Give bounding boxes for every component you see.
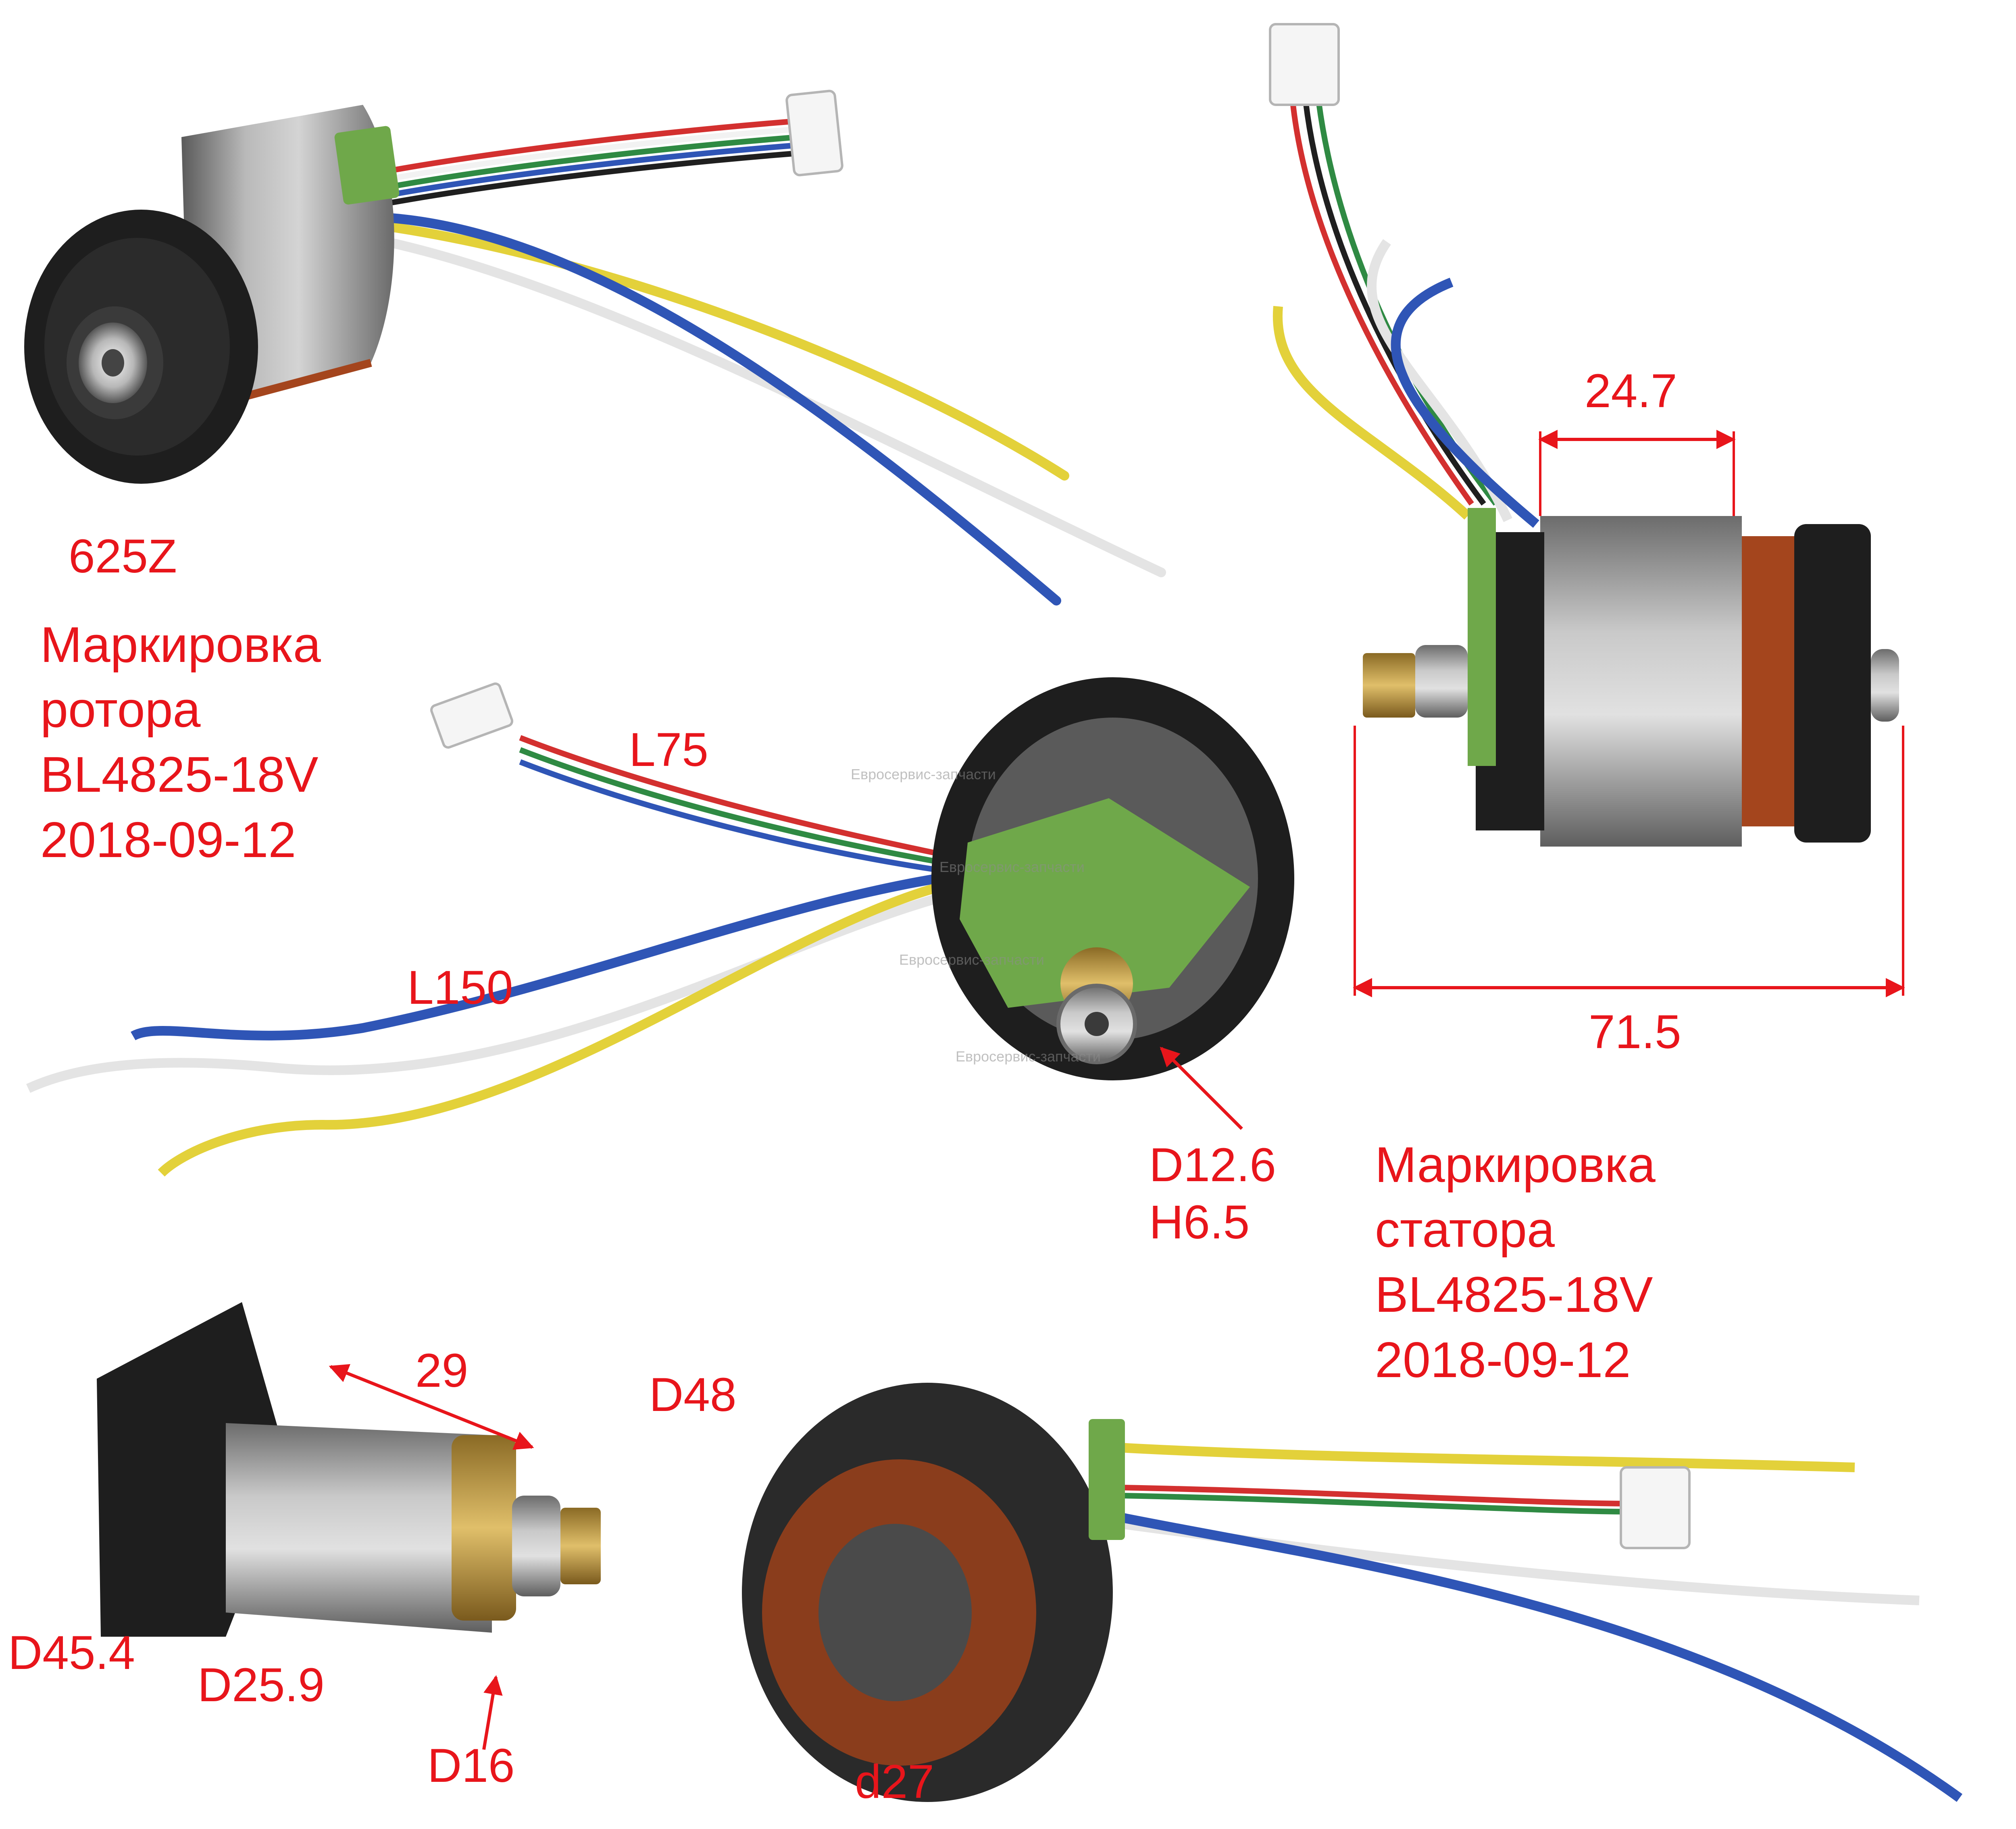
rotor-marking-line: ротора [40, 682, 201, 738]
motor-front-view [24, 89, 1166, 606]
hall-pcb [1468, 508, 1496, 766]
rear-bearing [1871, 649, 1899, 722]
dim-magnet-len [329, 1364, 534, 1450]
rotor-marking: Маркировка ротора BL4825-18V 2018-09-12 [40, 613, 321, 873]
rotor-marking-line: Маркировка [40, 617, 321, 673]
wire-white [382, 237, 1166, 577]
wire-red [374, 118, 799, 176]
gear-height: H6.5 [1149, 1195, 1250, 1249]
shaft-end [102, 349, 124, 377]
label-magnet-len: 29 [415, 1344, 469, 1397]
fan [1794, 524, 1871, 843]
rotor-hub [452, 1435, 516, 1621]
wire-blue [382, 213, 1061, 606]
wire-green [374, 134, 799, 192]
stator-bore [818, 1524, 972, 1701]
wire-green [519, 747, 944, 866]
rotor-marking-line: BL4825-18V [40, 747, 319, 803]
wire-black [374, 150, 799, 208]
rotor-bearing [512, 1496, 560, 1596]
label-lead-short: L75 [629, 723, 708, 776]
stator-core [1540, 516, 1742, 847]
label-bearing: 625Z [69, 530, 177, 583]
gear-pointer [1160, 1047, 1243, 1130]
watermark: Евросервис-запчасти [851, 766, 996, 782]
rotor [97, 1302, 601, 1750]
connector [1269, 23, 1340, 106]
pinion [1363, 653, 1415, 718]
gear-dimensions: D12.6 H6.5 [1149, 1137, 1276, 1251]
rotor-magnet [226, 1423, 492, 1633]
wire-yellow [1112, 1442, 1855, 1472]
motor-side-view [1269, 23, 1905, 997]
wire-yellow [158, 882, 941, 1177]
label-total-len: 71.5 [1589, 1005, 1681, 1059]
rotor-pinion [560, 1508, 601, 1584]
wire-red [1287, 56, 1474, 506]
motor-rear-view [26, 677, 1294, 1177]
bearing-pointer [482, 1675, 503, 1750]
label-bearing-d: D16 [427, 1739, 515, 1792]
stator [742, 1383, 1963, 1802]
hall-pcb [334, 126, 400, 205]
stator-marking-line: Маркировка [1375, 1137, 1656, 1193]
stator-marking: Маркировка статора BL4825-18V 2018-09-12 [1375, 1133, 1656, 1393]
wire-red [1120, 1485, 1637, 1506]
wire-blue-thin [519, 759, 944, 874]
label-rotor-d: D25.9 [198, 1658, 325, 1712]
connector [1620, 1466, 1691, 1549]
wire-blue [1112, 1511, 1963, 1802]
watermark: Евросервис-запчасти [956, 1048, 1101, 1065]
watermark: Евросервис-запчасти [899, 951, 1044, 968]
label-stator-core-len: 24.7 [1585, 364, 1677, 418]
hall-pcb [960, 798, 1250, 1008]
wire-blue [131, 874, 936, 1040]
stator-marking-line: статора [1375, 1202, 1555, 1258]
label-lead-long: L150 [407, 961, 513, 1014]
stator-marking-line: BL4825-18V [1375, 1267, 1653, 1323]
rotor-marking-line: 2018-09-12 [40, 812, 296, 868]
copper-winding [1742, 536, 1794, 826]
wire-red [519, 735, 944, 857]
label-stator-id: d27 [855, 1755, 934, 1808]
label-rotor-fan-d: D45.4 [8, 1626, 135, 1679]
gear-diameter: D12.6 [1149, 1138, 1276, 1192]
gear-hub [1085, 1012, 1109, 1036]
wire-green [1120, 1493, 1637, 1515]
wire-yellow [378, 221, 1069, 481]
connector [430, 682, 514, 749]
wire-blue [1391, 277, 1539, 528]
wire-black [1300, 56, 1486, 506]
label-stator-od: D48 [649, 1368, 737, 1421]
wire-white-thin [374, 126, 799, 184]
watermark: Евросервис-запчасти [939, 859, 1085, 875]
front-bearing [1415, 645, 1468, 718]
connector [785, 89, 843, 177]
wire-yellow [1272, 306, 1471, 520]
stator-marking-line: 2018-09-12 [1375, 1332, 1631, 1388]
hall-pcb [1089, 1419, 1125, 1540]
wire-blue-thin [374, 142, 799, 200]
